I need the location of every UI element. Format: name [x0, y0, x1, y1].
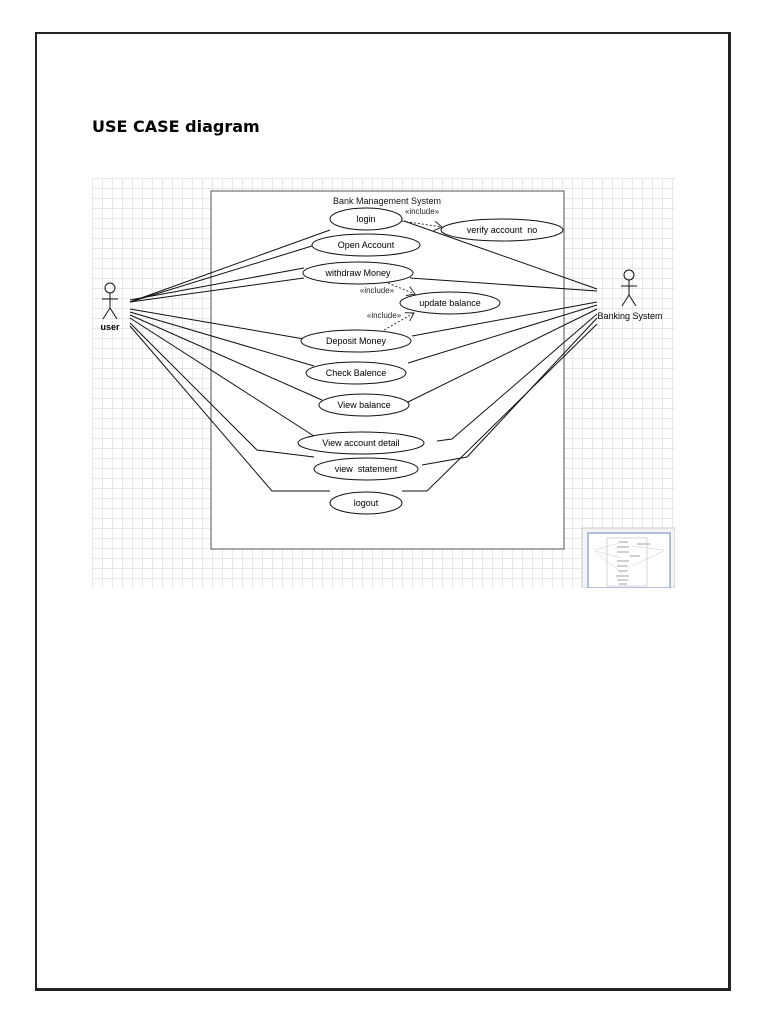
use-case-verify-account-no: verify account no: [440, 218, 564, 242]
user-associations: [129, 229, 331, 492]
use-case-view-statement: view statement: [313, 457, 419, 481]
actor-user-icon: [102, 282, 118, 320]
system-name: Bank Management System: [333, 196, 441, 206]
use-case-logout: logout: [329, 491, 403, 515]
banking-associations: [402, 220, 598, 492]
use-case-login-label: login: [356, 214, 375, 224]
use-case-update-balance: update balance: [399, 291, 501, 315]
include-label-verify: «include»: [405, 207, 440, 216]
diagram-overview-thumbnail: [581, 527, 676, 589]
actor-banking-system-icon: [621, 269, 637, 307]
page-title: USE CASE diagram: [92, 117, 260, 136]
use-case-deposit-money: Deposit Money: [300, 329, 412, 353]
use-case-open-account: Open Account: [311, 233, 421, 257]
use-case-withdraw-money-label: withdraw Money: [324, 268, 391, 278]
use-case-view-balance: View balance: [318, 393, 410, 417]
use-case-verify-account-no-label: verify account no: [467, 225, 538, 235]
use-case-deposit-money-label: Deposit Money: [326, 336, 387, 346]
use-case-view-account-detail: View account detail: [297, 431, 425, 455]
use-case-login: login: [329, 207, 403, 231]
include-label-withdraw: «include»: [360, 286, 395, 295]
use-case-check-balence-label: Check Balence: [326, 368, 387, 378]
include-relations: [383, 220, 442, 331]
include-label-deposit: «include»: [367, 311, 402, 320]
use-case-diagram: Bank Management System: [100, 190, 676, 589]
use-case-update-balance-label: update balance: [419, 298, 481, 308]
diagram-canvas: Bank Management System: [92, 178, 676, 589]
use-case-check-balence: Check Balence: [305, 361, 407, 385]
page-frame: [35, 32, 731, 991]
use-case-view-balance-label: View balance: [337, 400, 390, 410]
use-case-view-account-detail-label: View account detail: [322, 438, 399, 448]
use-case-logout-label: logout: [354, 498, 379, 508]
use-case-withdraw-money: withdraw Money: [302, 261, 414, 285]
actor-user-label: user: [100, 322, 120, 332]
use-case-view-statement-label: view statement: [335, 464, 398, 474]
actor-banking-system-label: Banking System: [597, 311, 662, 321]
use-case-open-account-label: Open Account: [338, 240, 395, 250]
